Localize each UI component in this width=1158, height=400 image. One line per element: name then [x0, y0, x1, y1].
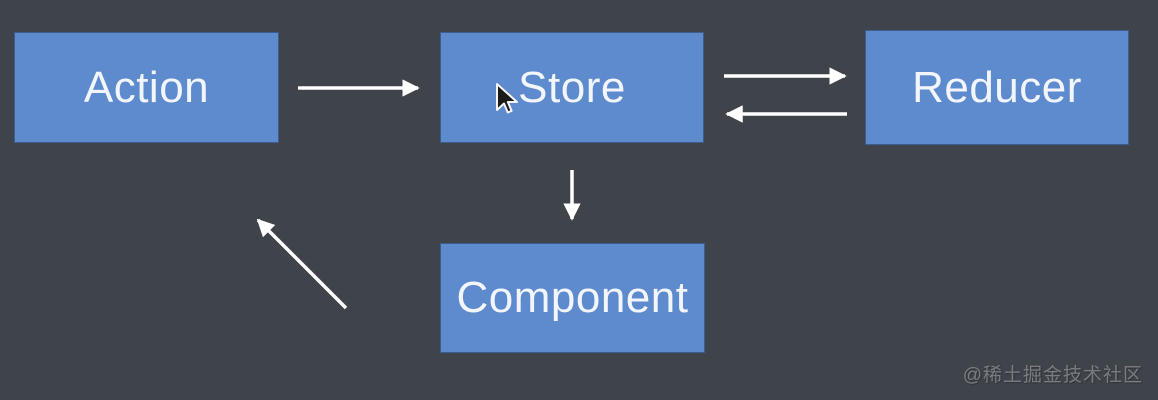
node-action-label: Action — [83, 62, 210, 112]
node-reducer-label: Reducer — [912, 62, 1082, 112]
node-store-label: Store — [518, 62, 626, 112]
arrow-component-to-action — [256, 218, 348, 310]
node-store: Store — [440, 32, 704, 143]
node-action: Action — [14, 32, 279, 143]
node-component-label: Component — [456, 273, 689, 322]
watermark: @稀土掘金技术社区 — [962, 365, 1143, 386]
node-reducer: Reducer — [865, 30, 1129, 145]
node-component: Component — [440, 243, 705, 353]
